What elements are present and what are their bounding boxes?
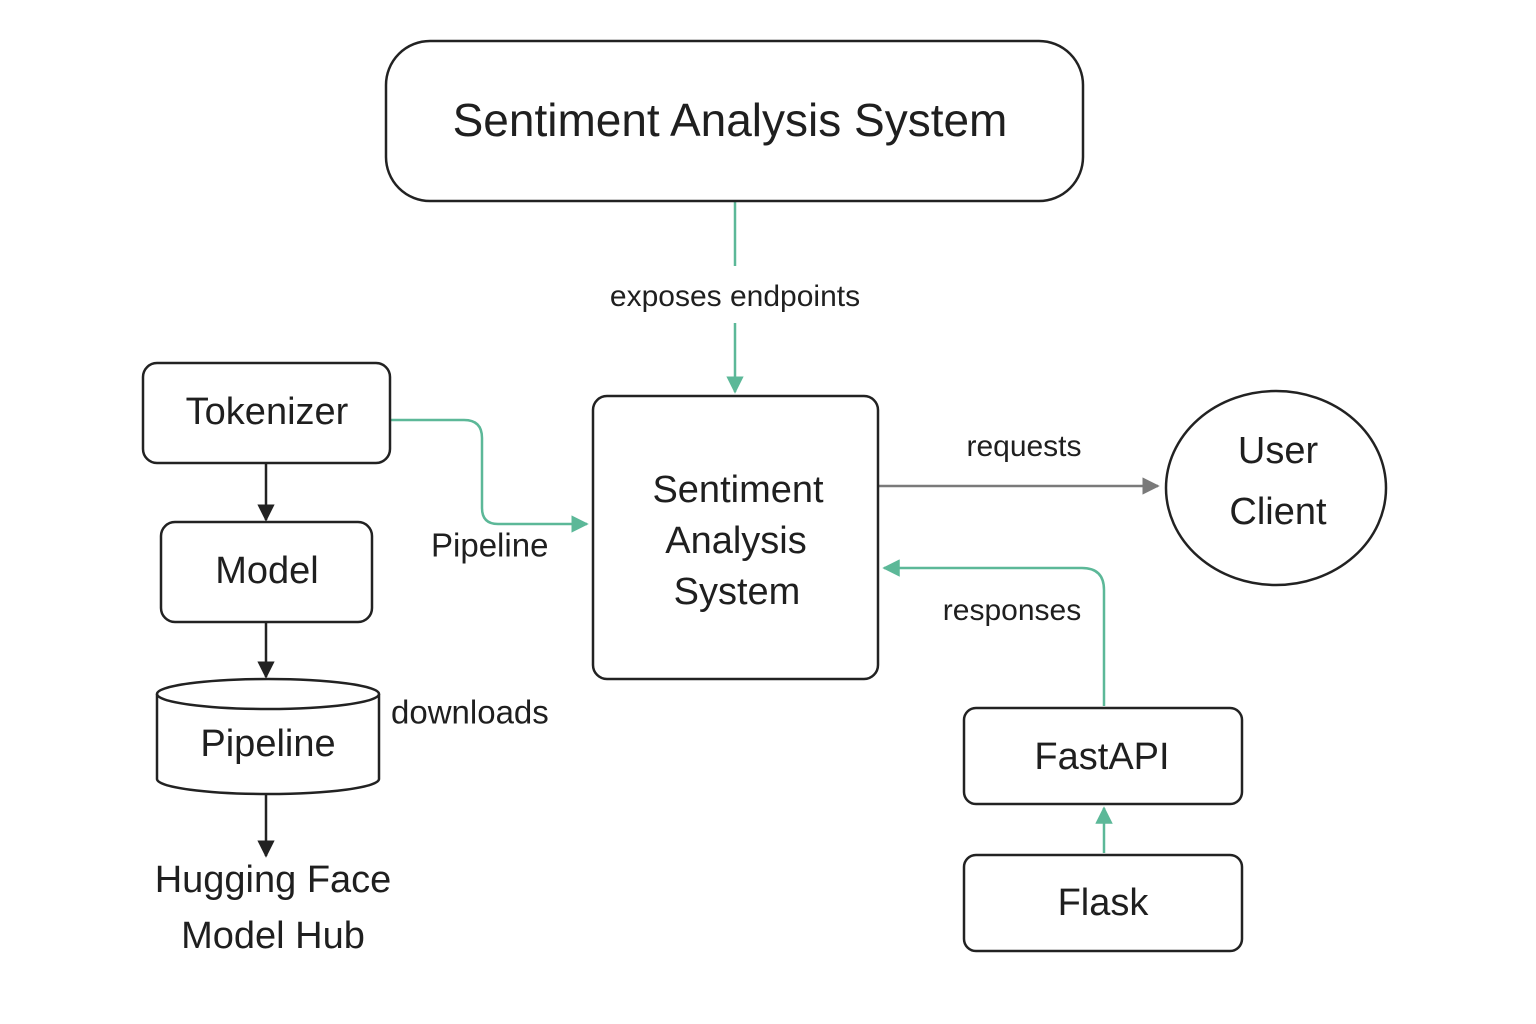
pipeline-edge-label: Pipeline	[431, 527, 548, 564]
center-system-box	[591, 394, 880, 681]
center-system-label-line-3: System	[674, 571, 801, 613]
flask-label: Flask	[1058, 882, 1150, 924]
top-system-label: Sentiment Analysis System	[453, 94, 1008, 146]
pipeline-database	[155, 677, 381, 796]
model-box	[159, 520, 374, 624]
edge-tokenizer-to-system	[391, 418, 589, 533]
tokenizer-label: Tokenizer	[186, 391, 349, 433]
exposes-endpoints-label: exposes endpoints	[610, 280, 860, 313]
pipeline-database-label: Pipeline	[200, 723, 335, 765]
hub-label-line-1: Hugging Face	[155, 859, 392, 901]
model-label: Model	[215, 550, 319, 592]
user-client-label-line-2: Client	[1229, 491, 1327, 533]
edge-responses	[882, 559, 1106, 706]
requests-label: requests	[966, 430, 1081, 463]
user-client-circle	[1164, 389, 1388, 587]
downloads-label: downloads	[391, 694, 549, 731]
flask-box	[962, 853, 1244, 953]
user-client-label-line-1: User	[1238, 430, 1319, 472]
responses-label: responses	[943, 594, 1081, 627]
tokenizer-box	[141, 361, 392, 465]
top-system-box	[384, 39, 1085, 203]
center-system-label-line-2: Analysis	[665, 520, 807, 562]
hub-label-line-2: Model Hub	[181, 915, 365, 957]
center-system-label-line-1: Sentiment	[652, 469, 824, 511]
fastapi-box	[962, 706, 1244, 806]
fastapi-label: FastAPI	[1034, 736, 1169, 778]
